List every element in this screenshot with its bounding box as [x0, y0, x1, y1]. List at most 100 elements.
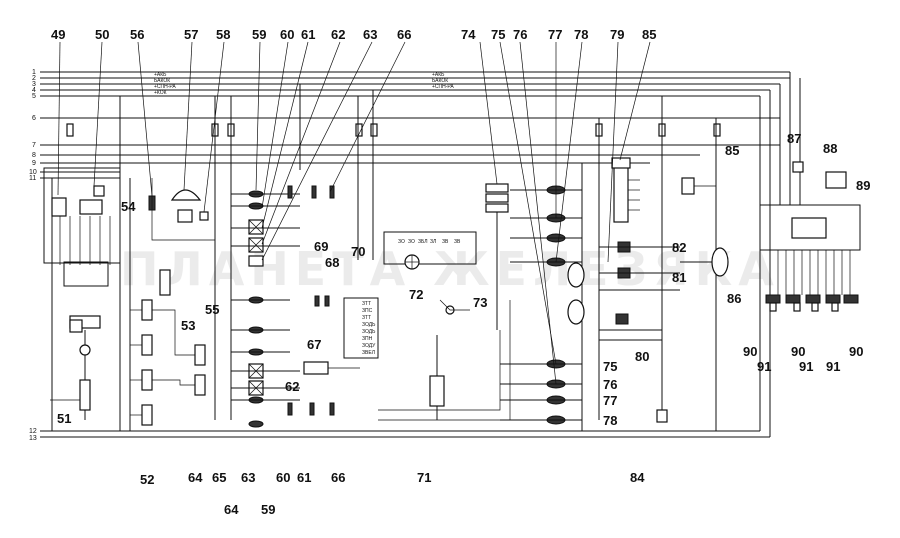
central-block-70: ЗО ЗО ЗБЛ ЗЛ ЗВ ЗВ — [383, 231, 477, 315]
resistors-66 — [287, 185, 335, 416]
callout-84: 84 — [630, 470, 645, 485]
callout-64: 64 — [188, 470, 203, 485]
block-label-zbl: ЗБЛ — [418, 239, 428, 245]
conn-label-3: ЗТТ — [362, 315, 371, 321]
callout-61-bottom: 61 — [297, 470, 311, 485]
callout-75-lower: 75 — [603, 359, 617, 374]
wire-number-10: 10 — [29, 169, 37, 176]
component-67 — [303, 361, 360, 375]
callout-91-a: 91 — [757, 359, 771, 374]
callout-90-b: 90 — [791, 344, 805, 359]
callout-67: 67 — [307, 337, 321, 352]
conn-label-5: ЗОДЬ — [362, 329, 376, 335]
wire-label-left-3: +СПН-РА — [154, 84, 176, 90]
callout-88: 88 — [823, 141, 837, 156]
callout-87: 87 — [787, 131, 801, 146]
component-84 — [656, 409, 668, 423]
callout-50: 50 — [95, 27, 109, 42]
callout-53: 53 — [181, 318, 195, 333]
callouts-right: 87 88 89 85 82 81 86 80 — [635, 131, 870, 364]
wire-number-6: 6 — [32, 115, 36, 122]
callouts-right-middle: 75 76 77 78 — [603, 359, 617, 428]
callout-89: 89 — [856, 178, 870, 193]
callout-66-bottom: 66 — [331, 470, 345, 485]
wire-label-left-2: БАКОК — [154, 78, 170, 84]
wire-number-8: 8 — [32, 152, 36, 159]
wire-label-left-1: +АКБ — [154, 72, 167, 78]
block-label-zv-2: ЗВ — [454, 239, 461, 245]
wire-number-3: 3 — [32, 81, 36, 88]
callout-68: 68 — [325, 255, 339, 270]
block-label-zl: ЗЛ — [430, 239, 436, 245]
conn-label-2: ЗПС — [362, 308, 373, 314]
wire-number-11: 11 — [29, 175, 36, 182]
block-label-zo-2: ЗО — [408, 239, 415, 245]
callout-62-lower: 62 — [285, 379, 299, 394]
callout-62: 62 — [331, 27, 345, 42]
switch-block-49-50 — [43, 167, 121, 287]
callout-59-bottom: 59 — [261, 502, 275, 517]
callout-81: 81 — [672, 270, 686, 285]
callout-77: 77 — [548, 27, 562, 42]
conn-label-6: ЗПН — [362, 336, 373, 342]
callout-76: 76 — [513, 27, 527, 42]
callout-90-c: 90 — [849, 344, 863, 359]
component-86 — [680, 247, 729, 277]
fuse-row — [66, 123, 721, 137]
callout-74: 74 — [461, 27, 476, 42]
relays-81-82 — [599, 241, 680, 291]
central-column-59-63 — [231, 190, 300, 428]
callouts-middle: 54 53 55 69 70 68 72 73 67 62 — [121, 199, 487, 394]
callout-76-lower: 76 — [603, 377, 617, 392]
callout-85-right: 85 — [725, 143, 739, 158]
wire-number-1: 1 — [32, 69, 36, 76]
callout-56: 56 — [130, 27, 144, 42]
wire-number-5: 5 — [32, 93, 36, 100]
callout-60-bottom: 60 — [276, 470, 290, 485]
vertical-wires — [51, 72, 801, 437]
callout-58: 58 — [216, 27, 230, 42]
component-79 — [611, 157, 640, 223]
block-label-zv-1: ЗВ — [442, 239, 449, 245]
callout-69: 69 — [314, 239, 328, 254]
callout-63-bottom: 63 — [241, 470, 255, 485]
callouts-90-91: 90 91 90 91 91 90 — [743, 344, 863, 374]
callout-51: 51 — [57, 411, 71, 426]
callout-72: 72 — [409, 287, 423, 302]
wire-labels: +АКБ БАКОК +СПН-РА +КОК +АКБ БАКОК +СПН-… — [154, 72, 454, 96]
conn-label-7: ЗОДУ — [362, 343, 376, 349]
callout-79: 79 — [610, 27, 624, 42]
callout-52: 52 — [140, 472, 154, 487]
callout-61: 61 — [301, 27, 315, 42]
callout-57: 57 — [184, 27, 198, 42]
wire-number-7: 7 — [32, 142, 36, 149]
wire-numbers: 1 2 3 4 5 6 7 8 9 10 11 12 13 — [29, 69, 37, 442]
callouts-bottom: 51 52 64 65 63 60 61 66 71 84 64 59 — [57, 411, 645, 517]
module-89 — [759, 161, 861, 312]
callout-65: 65 — [212, 470, 226, 485]
wire-label-right-1: +АКБ — [432, 72, 445, 78]
wire-number-13: 13 — [29, 435, 37, 442]
components-56-57-58 — [148, 178, 215, 241]
callout-91-b: 91 — [799, 359, 813, 374]
connector-block-52-53 — [130, 269, 206, 426]
callout-77-lower: 77 — [603, 393, 617, 408]
connector-strip: ЗТТ ЗПС ЗТТ ЗОДЬ ЗОДЬ ЗПН ЗОДУ ЗВЕЛ — [343, 297, 379, 359]
callout-82: 82 — [672, 240, 686, 255]
switch-85 — [681, 177, 716, 195]
callout-78: 78 — [574, 27, 588, 42]
leader-lines — [57, 41, 651, 385]
block-label-zo-1: ЗО — [398, 239, 405, 245]
callout-78-lower: 78 — [603, 413, 617, 428]
callout-55: 55 — [205, 302, 219, 317]
wire-label-right-3: +СПН-РА — [432, 84, 454, 90]
callouts-top: 49 50 56 57 58 59 60 61 62 63 66 74 75 7… — [51, 27, 656, 42]
conn-label-4: ЗОДЬ — [362, 322, 376, 328]
callout-63: 63 — [363, 27, 377, 42]
stalk-switch-51 — [50, 315, 101, 420]
wire-number-4: 4 — [32, 87, 36, 94]
callout-60: 60 — [280, 27, 294, 42]
callout-85: 85 — [642, 27, 656, 42]
wire-label-right-2: БАКОК — [432, 78, 448, 84]
